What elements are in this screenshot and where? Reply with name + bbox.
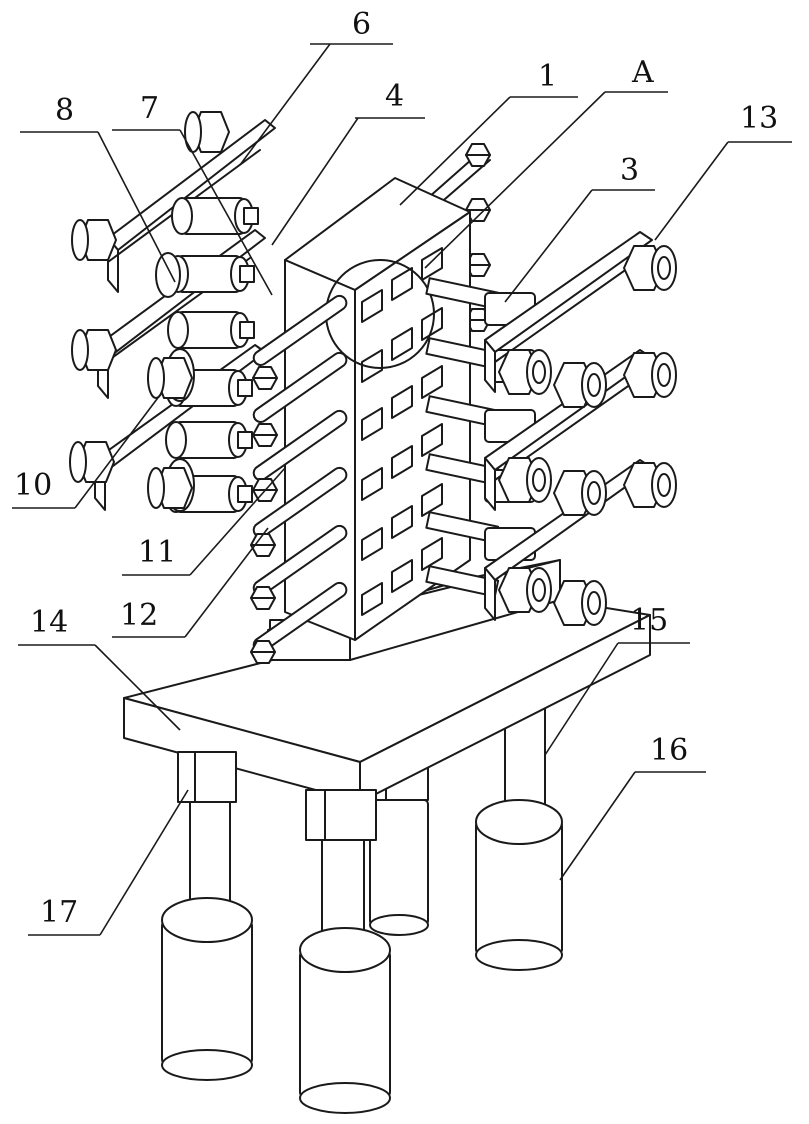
callout-16: 16: [650, 733, 688, 768]
callout-3: 3: [620, 153, 639, 188]
callout-14: 14: [30, 605, 68, 640]
callout-12: 12: [120, 598, 158, 633]
leg-front-left: [162, 752, 252, 1080]
callout-11: 11: [138, 535, 176, 570]
callout-13: 13: [740, 101, 778, 136]
callout-6: 6: [352, 7, 371, 42]
callout-8: 8: [55, 93, 74, 128]
callout-4: 4: [385, 79, 404, 114]
callout-a: A: [631, 55, 654, 90]
callout-10: 10: [14, 468, 52, 503]
callout-7: 7: [140, 91, 159, 126]
callout-1: 1: [538, 59, 557, 94]
leg-front-middle: [300, 790, 390, 1113]
callout-15: 15: [630, 603, 668, 638]
callout-17: 17: [40, 895, 78, 930]
